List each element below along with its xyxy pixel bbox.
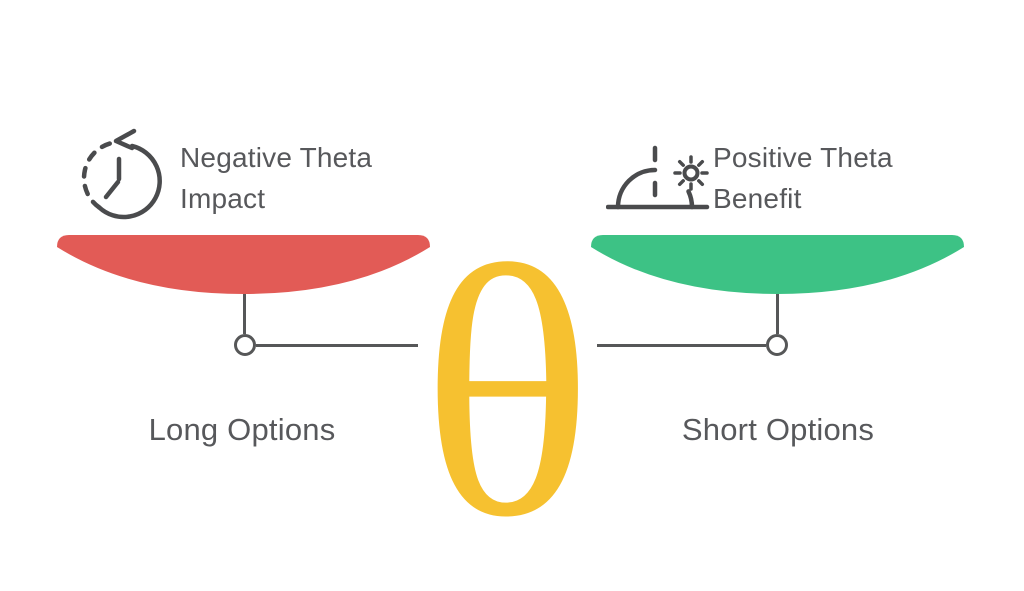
sunrise-dome-right-arc: [686, 189, 695, 210]
red-pan-shape: [57, 235, 430, 294]
positive-theta-heading: Positive Theta Benefit: [713, 142, 893, 214]
long-options-label: Long Options: [148, 412, 336, 447]
left-pivot-circle: [234, 334, 256, 356]
clock-dashed-arc: [81, 140, 117, 210]
red-scale-pan: [57, 235, 430, 294]
sunrise-icon: [606, 145, 710, 210]
right-pan-stem: [776, 294, 779, 334]
green-pan-shape: [591, 235, 964, 294]
short-options-label: Short Options: [681, 412, 875, 447]
sunrise-dome-left-arc: [615, 167, 658, 210]
negative-theta-heading: Negative Theta Impact: [180, 142, 373, 214]
right-pivot-circle: [766, 334, 788, 356]
clock-arrowhead: [113, 128, 137, 151]
right-connector-line: [597, 344, 766, 347]
clock-hand-hour: [103, 179, 121, 200]
clock-solid-arc: [97, 143, 162, 220]
theta-symbol: θ: [420, 192, 594, 591]
theta-balance-infographic: Negative Theta Impact Long Options θ: [57, 128, 964, 591]
sun-rays: [673, 155, 709, 191]
green-scale-pan: [591, 235, 964, 294]
sun-disc: [682, 164, 700, 182]
history-clock-icon: [81, 128, 162, 220]
left-connector-line: [256, 344, 418, 347]
left-pan-stem: [243, 294, 246, 334]
